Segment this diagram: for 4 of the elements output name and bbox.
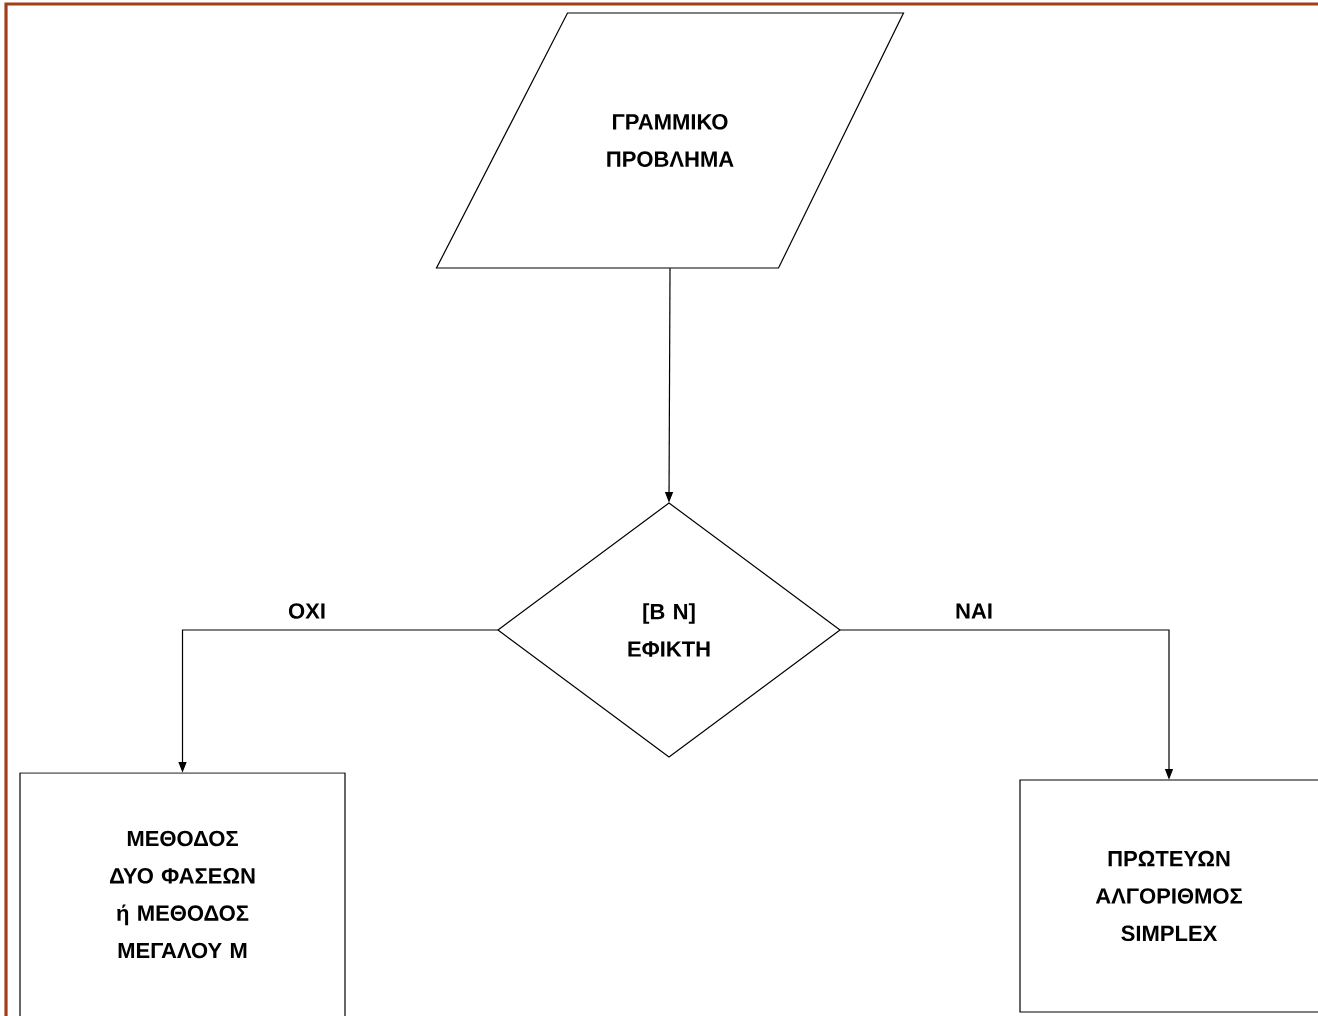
input-parallelogram: ΓΡΑΜΜΙΚΟ ΠΡΟΒΛΗΜΑ bbox=[435, 12, 905, 269]
process-box: ΠΡΩΤΕΥΩΝ ΑΛΓΟΡΙΘΜΟΣ SIMPLEX bbox=[1019, 779, 1318, 1013]
edge-label: ΝΑΙ bbox=[953, 602, 995, 620]
process-box: ΜΕΘΟΔΟΣ ΔΥΟ ΦΑΣΕΩΝ ή ΜΕΘΟΔΟΣ ΜΕΓΑΛΟΥ Μ bbox=[19, 772, 346, 1016]
